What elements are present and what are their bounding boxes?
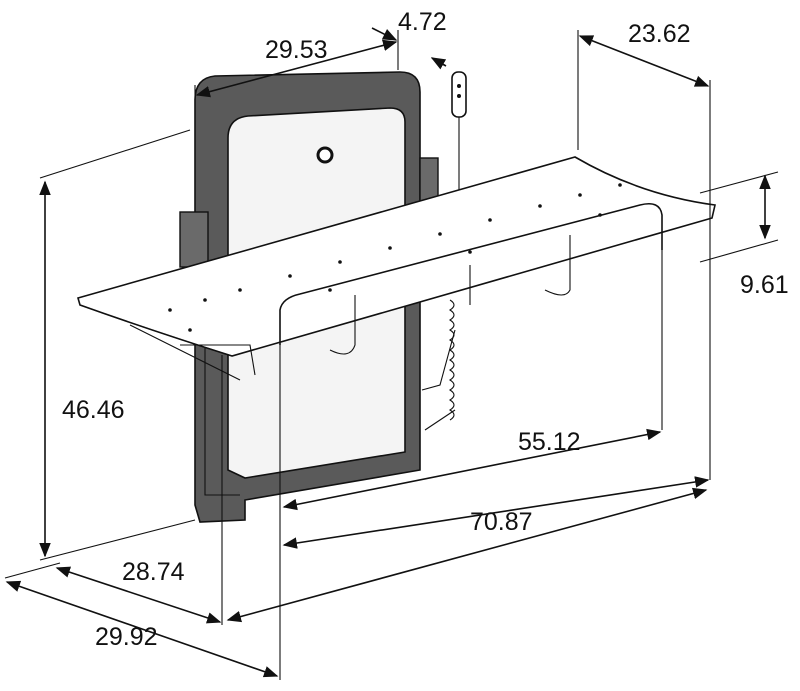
dim-depth-overall: 29.92 (95, 623, 158, 651)
table-top (77, 156, 716, 357)
dim-inner-length: 55.12 (518, 428, 581, 456)
dim-control-offset: 4.72 (398, 8, 447, 36)
dim-table-depth-top: 23.62 (628, 20, 691, 48)
dim-rail-height: 9.61 (740, 271, 789, 299)
dim-overall-length: 70.87 (470, 508, 533, 536)
dimension-lines (4, 27, 779, 680)
dim-backboard-width: 29.53 (265, 36, 328, 64)
dim-overall-height: 46.46 (62, 396, 125, 424)
lock-knob-icon (316, 146, 334, 164)
dim-depth-inner: 28.74 (122, 558, 185, 586)
hand-control-icon (451, 71, 467, 195)
